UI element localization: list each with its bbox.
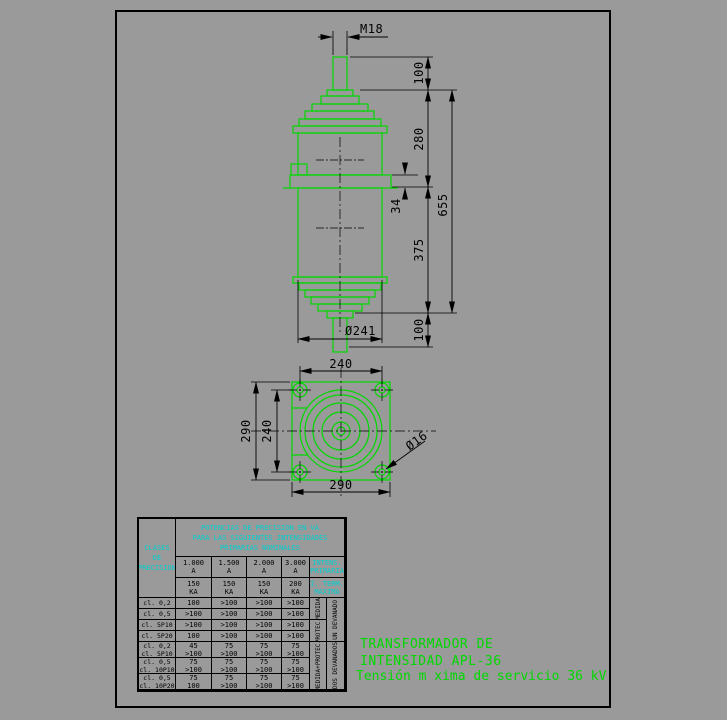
- dim-hole-diameter: Ø16: [403, 428, 430, 453]
- row-label: cl. 0,5: [139, 609, 176, 620]
- dim-thread: M18: [360, 22, 383, 36]
- dim-flange-thickness: 34: [389, 198, 403, 213]
- table-main-header: POTENCIAS DE PRECISION EN VA PARA LAS SI…: [176, 519, 345, 557]
- title-line-2: INTENSIDAD APL-36: [360, 654, 502, 669]
- table-corner-header: CLASES DE PRECISION: [139, 519, 176, 598]
- table-cell: 75>100: [282, 674, 310, 690]
- table-cell: 75>100: [247, 674, 282, 690]
- dim-total-height: 655: [436, 193, 450, 216]
- row-label: cl. 5P10: [139, 620, 176, 631]
- vcell-protec: PROTEC.: [310, 620, 327, 642]
- table-cell: 75>100: [212, 642, 247, 658]
- dim-lower-section: 375: [412, 238, 426, 261]
- table-cell: >100: [247, 598, 282, 609]
- table-cell: >100: [247, 609, 282, 620]
- table-cell: >100: [282, 598, 310, 609]
- dim-bolt-spacing-h: 240: [329, 357, 352, 371]
- table-cell: 75>100: [212, 674, 247, 690]
- vcell-dos-devanados: DOS DEVANADOS: [327, 642, 345, 690]
- table-cell: 75>100: [282, 658, 310, 674]
- dim-flange-width-left: 290: [239, 419, 253, 442]
- vcell-medida: MEDIDA: [310, 598, 327, 620]
- vcell-un-devanado: UN DEVANADO: [327, 598, 345, 642]
- col-header-iterm-maxima: I. TERM.MAXIMA: [310, 578, 345, 598]
- elevation-dimensions: M18 100 280 375 100 655 34 Ø241: [297, 22, 457, 348]
- col-header-intens-primaria: INTENS.PRIMARIA: [310, 557, 345, 578]
- table-cell: >100: [212, 631, 247, 642]
- table-cell: 75>100: [282, 642, 310, 658]
- table-cell: >100: [282, 609, 310, 620]
- table-cell: 75>100: [176, 658, 212, 674]
- plan-centerlines: [251, 368, 436, 496]
- row-label: cl. 5P20: [139, 631, 176, 642]
- table-cell: >100: [212, 620, 247, 631]
- table-cell: >100: [282, 620, 310, 631]
- dim-top-stud: 100: [412, 61, 426, 84]
- table-cell: 75>100: [247, 658, 282, 674]
- table-cell: >100: [176, 620, 212, 631]
- precision-power-table: CLASES DE PRECISION POTENCIAS DE PRECISI…: [137, 517, 347, 692]
- dim-body-diameter: Ø241: [345, 324, 376, 338]
- table-cell: >100: [176, 609, 212, 620]
- table-cell: 75>100: [212, 658, 247, 674]
- dim-upper-section: 280: [412, 127, 426, 150]
- table-cell: >100: [247, 631, 282, 642]
- dim-bolt-spacing-v: 240: [260, 419, 274, 442]
- title-line-1: TRANSFORMADOR DE: [360, 637, 494, 652]
- row-label: cl. 0,2: [139, 598, 176, 609]
- drawing-frame: [115, 10, 611, 708]
- dim-flange-width-bottom: 290: [329, 478, 352, 492]
- vcell-medida-protec: MEDIDA+PROTEC.: [310, 642, 327, 690]
- table-cell: >100: [212, 598, 247, 609]
- title-line-3: Tensión m xima de servicio 36 kV: [356, 669, 607, 684]
- plan-dimensions: 240 290 240 290 Ø16: [239, 357, 430, 497]
- elevation-view: [283, 56, 398, 353]
- table-cell: 100: [176, 631, 212, 642]
- table-cell: >100: [247, 620, 282, 631]
- table-cell: >100: [212, 609, 247, 620]
- table-cell: >100: [282, 631, 310, 642]
- dim-bottom-stud: 100: [412, 318, 426, 341]
- elevation-centerlines: [316, 137, 364, 333]
- table-cell: 75>100: [247, 642, 282, 658]
- table-cell: 45>100: [176, 642, 212, 658]
- table-cell: 100: [176, 598, 212, 609]
